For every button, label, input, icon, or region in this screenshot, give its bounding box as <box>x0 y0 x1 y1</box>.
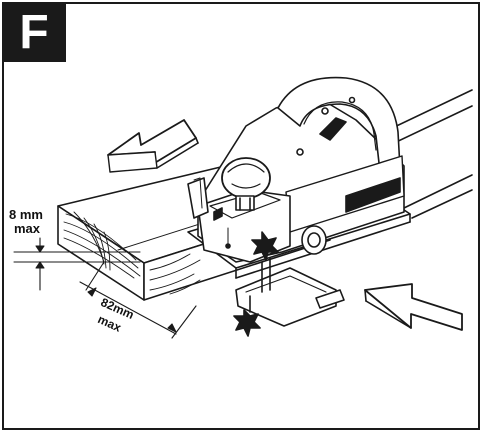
width-dimension <box>79 261 197 339</box>
planer-illustration <box>187 76 411 337</box>
depth-max-label: max <box>14 221 41 236</box>
arrow-left-icon <box>107 119 199 173</box>
fence-knob <box>251 231 279 261</box>
fence-knob <box>233 309 261 337</box>
arrow-left-icon <box>364 283 463 331</box>
depth-value-label: 8 mm <box>9 207 43 222</box>
figure-badge: F <box>2 2 66 62</box>
depth-dimension <box>13 237 141 291</box>
